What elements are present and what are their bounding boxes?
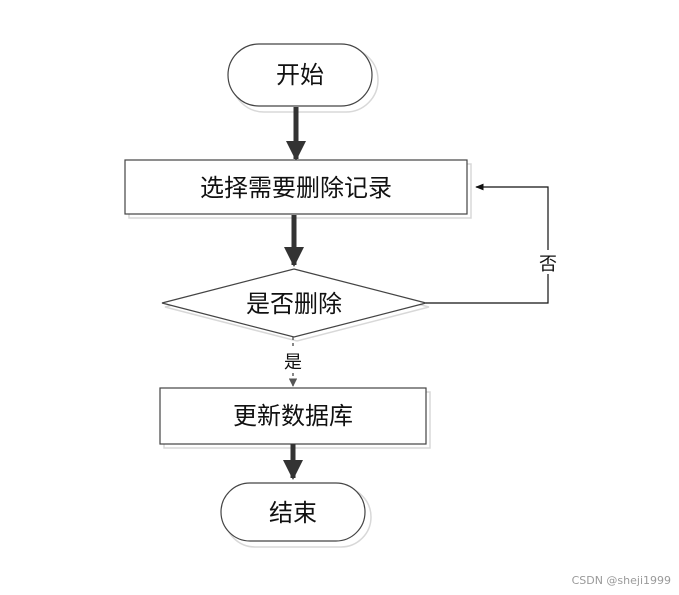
yes-label-background	[280, 348, 306, 372]
select-record-node-label: 选择需要删除记录	[200, 174, 392, 202]
update-db-node-label: 更新数据库	[233, 402, 353, 430]
start-node: 开始	[227, 43, 379, 113]
no-label-background	[535, 250, 561, 274]
end-node: 结束	[220, 482, 372, 548]
select-record-node: 选择需要删除记录	[124, 159, 472, 219]
start-node-label: 开始	[276, 61, 324, 89]
arrow-no-loop	[426, 183, 549, 304]
decision-node-label: 是否删除	[246, 290, 342, 318]
end-node-label: 结束	[269, 499, 317, 527]
decision-node: 是否删除	[161, 268, 430, 342]
watermark: CSDN @sheji1999	[571, 574, 671, 587]
update-db-node: 更新数据库	[159, 387, 431, 449]
no-edge-label: 否	[539, 254, 557, 275]
yes-edge-label: 是	[284, 352, 302, 373]
